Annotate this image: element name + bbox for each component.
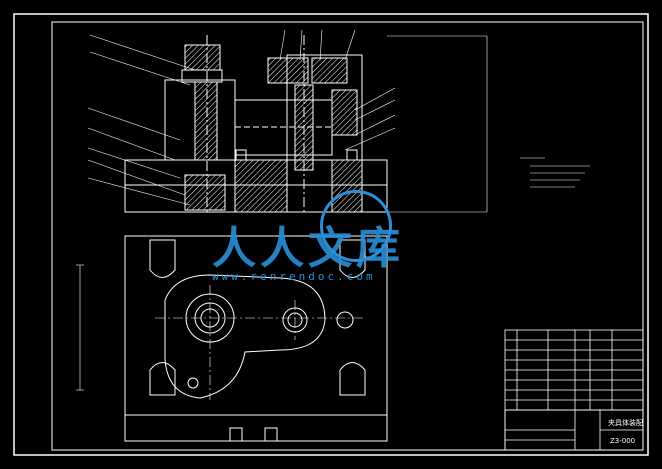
title-block-drawing-number: Z3-000: [610, 437, 636, 445]
sheet-border: [13, 13, 649, 456]
dimension-lines: [76, 35, 488, 391]
technical-notes: [520, 157, 590, 188]
watermark-url: www.renrendoc.com: [212, 270, 376, 283]
title-block-title: 夹具体装配: [608, 419, 643, 427]
watermark-brand: 人人文库: [212, 223, 404, 274]
title-block: [504, 329, 644, 451]
sheet-inner-border: [51, 21, 644, 451]
leader-lines-front: [87, 29, 396, 206]
plan-view: [124, 235, 388, 442]
front-section-view: [124, 35, 388, 215]
watermark-logo: [320, 190, 392, 262]
